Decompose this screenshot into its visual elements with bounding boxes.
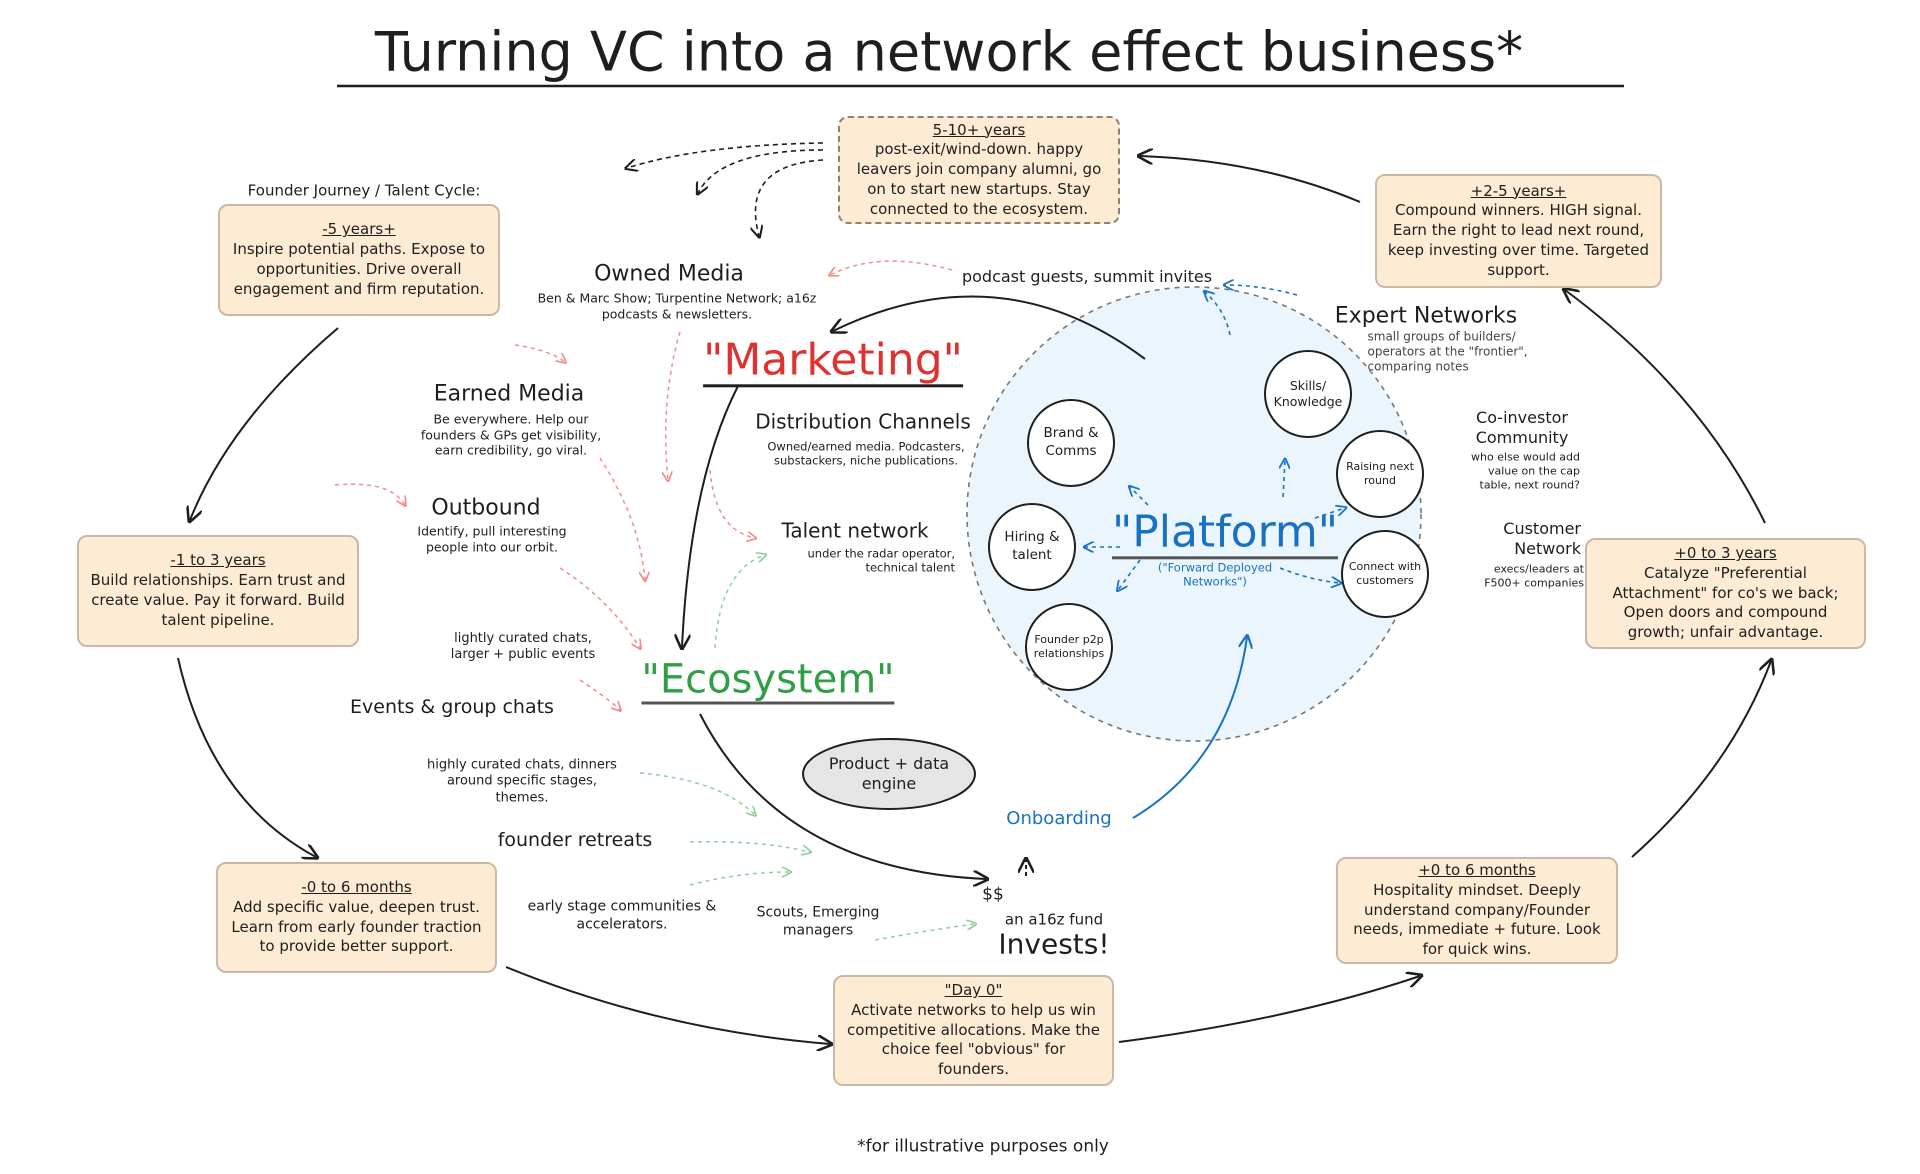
expert-networks-title: Expert Networks — [1334, 303, 1518, 329]
fund-label: an a16z fund — [1004, 910, 1104, 929]
outbound-desc: Identify, pull interesting people into o… — [417, 523, 567, 554]
period: +2-5 years+ — [1470, 181, 1567, 200]
period: +0 to 6 months — [1418, 861, 1536, 880]
period: "Day 0" — [944, 981, 1003, 1000]
description: Catalyze "Preferential Attachment" for c… — [1612, 563, 1839, 642]
early-stage-label: early stage communities & accelerators. — [527, 898, 717, 933]
outbound-title: Outbound — [431, 495, 541, 521]
earned-media-desc: Be everywhere. Help our founders & GPs g… — [420, 411, 602, 458]
customer-network-desc: execs/leaders at F500+ companies — [1484, 562, 1584, 589]
node-skills: Skills/ Knowledge — [1264, 350, 1352, 438]
description: Build relationships. Earn trust and crea… — [90, 571, 346, 629]
node-connect: Connect with customers — [1341, 530, 1429, 618]
platform-subtitle: ("Forward Deployed Networks") — [1157, 560, 1273, 589]
description: Compound winners. HIGH signal. Earn the … — [1387, 201, 1650, 279]
page-title: Turning VC into a network effect busines… — [374, 20, 1524, 84]
period: +0 to 3 years — [1674, 544, 1777, 563]
lightly-curated-label: lightly curated chats, larger + public e… — [450, 630, 596, 662]
money-label: $$ — [982, 884, 1004, 905]
product-data-engine: Product + data engine — [828, 754, 950, 793]
alumni-arrows — [627, 142, 824, 236]
timeline-box-day0: "Day 0" Activate networks to help us win… — [833, 975, 1114, 1086]
period: -0 to 6 months — [301, 877, 412, 896]
description: Activate networks to help us win competi… — [847, 1000, 1100, 1079]
period: 5-10+ years — [932, 120, 1026, 139]
platform-arrows — [1085, 285, 1345, 590]
talent-title: Talent network — [781, 518, 929, 543]
description: Inspire potential paths. Expose to oppor… — [232, 240, 486, 298]
period: -5 years+ — [322, 220, 396, 239]
cycle-label: Founder Journey / Talent Cycle: — [247, 181, 481, 200]
node-hiring: Hiring & talent — [988, 503, 1076, 591]
description: Hospitality mindset. Deeply understand c… — [1353, 880, 1601, 959]
footnote: *for illustrative purposes only — [857, 1136, 1109, 1157]
timeline-box-plus2to5: +2-5 years+ Compound winners. HIGH signa… — [1375, 174, 1662, 288]
podcast-label: podcast guests, summit invites — [961, 267, 1213, 286]
expert-networks-desc: small groups of builders/ operators at t… — [1367, 329, 1528, 374]
timeline-box-plus0to3: +0 to 3 years Catalyze "Preferential Att… — [1585, 538, 1866, 649]
timeline-box-minus1to3: -1 to 3 years Build relationships. Earn … — [77, 535, 359, 647]
description: post-exit/wind-down. happy leavers join … — [856, 140, 1102, 218]
talent-desc: under the radar operator, technical tale… — [807, 546, 955, 575]
coinvestor-desc: who else would add value on the cap tabl… — [1471, 450, 1580, 491]
scouts-label: Scouts, Emerging managers — [756, 904, 880, 939]
earned-media-title: Earned Media — [433, 381, 585, 407]
timeline-box-minus0to6: -0 to 6 months Add specific value, deepe… — [216, 862, 497, 973]
highly-curated-label: highly curated chats, dinners around spe… — [427, 757, 617, 806]
description: Add specific value, deepen trust. Learn … — [231, 897, 482, 956]
onboarding-arrow — [1132, 637, 1247, 819]
distribution-desc: Owned/earned media. Podcasters, substack… — [767, 439, 965, 468]
cycle-arrows — [177, 156, 1771, 1044]
engine-ellipse — [802, 738, 976, 810]
timeline-box-minus5: -5 years+ Inspire potential paths. Expos… — [218, 204, 500, 316]
ecosystem-title: "Ecosystem" — [641, 656, 895, 705]
marketing-arrows — [334, 260, 953, 710]
customer-network-title: Customer Network — [1503, 519, 1581, 558]
period: -1 to 3 years — [170, 551, 266, 570]
node-brand: Brand & Comms — [1027, 399, 1115, 487]
timeline-box-plus0to6: +0 to 6 months Hospitality mindset. Deep… — [1336, 857, 1618, 964]
timeline-box-post-exit: 5-10+ years post-exit/wind-down. happy l… — [838, 116, 1120, 224]
marketing-title: "Marketing" — [703, 335, 963, 388]
node-raising: Raising next round — [1336, 430, 1424, 518]
distribution-title: Distribution Channels — [755, 409, 971, 434]
owned-media-desc: Ben & Marc Show; Turpentine Network; a16… — [537, 290, 817, 321]
events-title: Events & group chats — [350, 696, 554, 719]
onboarding-label: Onboarding — [1006, 807, 1112, 829]
coinvestor-title: Co-investor Community — [1475, 408, 1569, 447]
node-founder: Founder p2p relationships — [1025, 603, 1113, 691]
invests-title: Invests! — [998, 927, 1110, 961]
platform-title: "Platform" — [1111, 507, 1339, 560]
owned-media-title: Owned Media — [594, 261, 744, 287]
ecosystem-arrows — [639, 555, 975, 941]
founder-retreats-label: founder retreats — [497, 829, 653, 852]
